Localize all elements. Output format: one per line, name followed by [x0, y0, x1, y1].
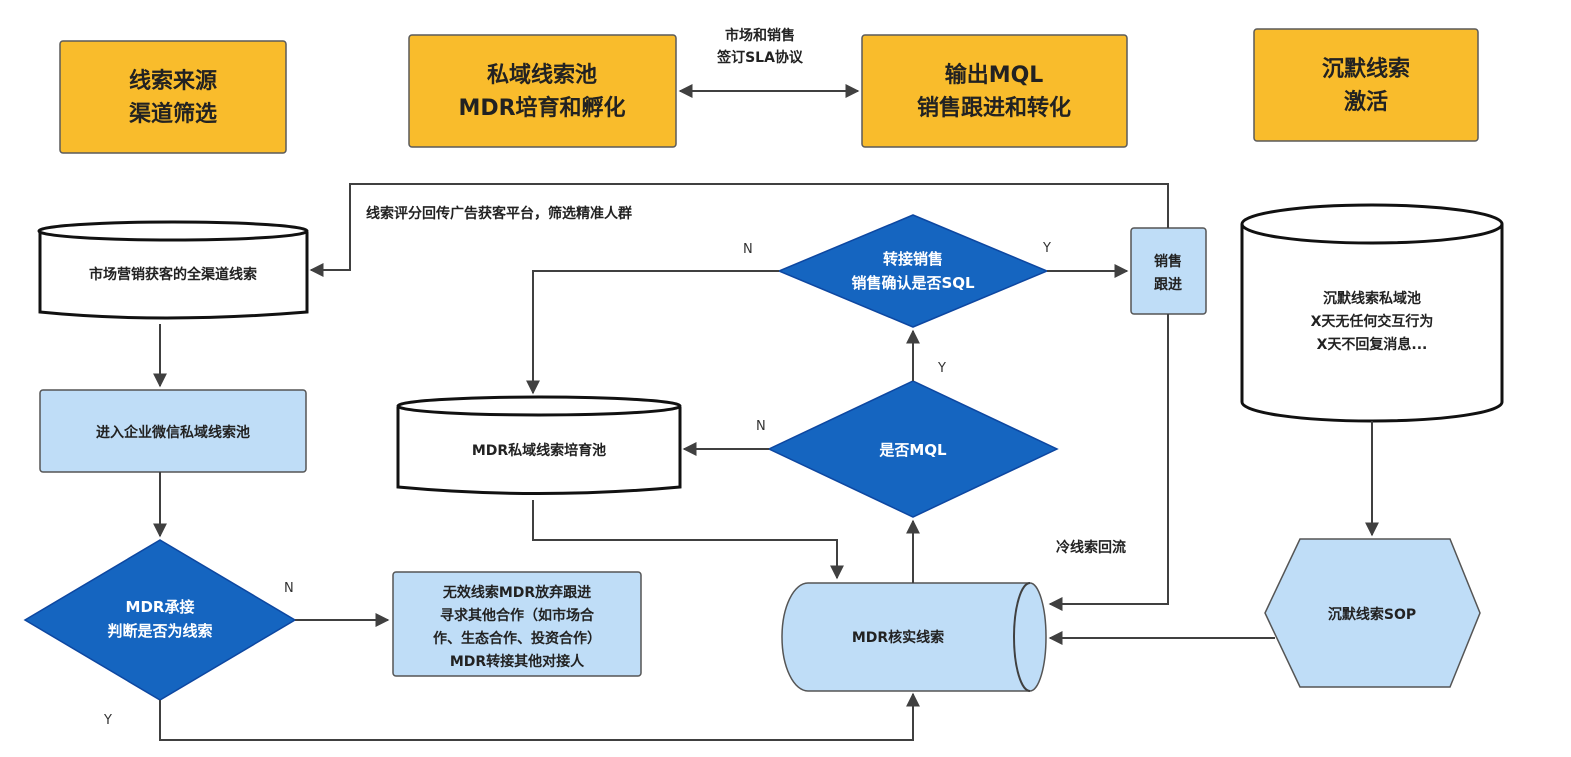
- edge-judge-yes: [159, 692, 920, 741]
- invalid-line3: 作、生态合作、投资合作）: [433, 630, 601, 647]
- mdr-judge-line2: 判断是否为线索: [107, 622, 212, 640]
- header-pool-line2: MDR培育和孵化: [458, 95, 625, 121]
- mql-yes-label: Y: [937, 361, 946, 376]
- header-pool: 私域线索池 MDR培育和孵化: [408, 34, 677, 148]
- header-silent-line1: 沉默线索: [1322, 56, 1410, 82]
- judge-no-label: N: [284, 581, 294, 596]
- header-mql: 输出MQL 销售跟进和转化: [861, 34, 1128, 148]
- sla-label-line2: 签订SLA协议: [716, 49, 804, 66]
- sla-label-line1: 市场和销售: [725, 27, 795, 44]
- header-pool-line1: 私域线索池: [487, 62, 597, 88]
- mql-no-label: N: [756, 419, 766, 434]
- node-invalid-leads: 无效线索MDR放弃跟进 寻求其他合作（如市场合 作、生态合作、投资合作） MDR…: [392, 571, 642, 677]
- node-silent-sop: 沉默线索SOP: [1264, 538, 1481, 688]
- node-silent-pool: 沉默线索私域池 X天无任何交互行为 X天不回复消息...: [1240, 203, 1504, 423]
- node-mdr-verify: MDR核实线索: [781, 582, 1047, 692]
- feedback-label: 线索评分回传广告获客平台，筛选精准人群: [366, 205, 632, 222]
- nurture-pool-label: MDR私域线索培育池: [472, 442, 606, 459]
- is-mql-label: 是否MQL: [878, 441, 947, 459]
- transfer-sales-line1: 转接销售: [883, 250, 943, 268]
- edge-cold-return: [1048, 314, 1169, 611]
- invalid-line2: 寻求其他合作（如市场合: [440, 607, 595, 624]
- header-mql-line2: 销售跟进和转化: [917, 95, 1071, 121]
- node-is-mql: 是否MQL: [767, 380, 1059, 518]
- header-source-line1: 线索来源: [129, 68, 217, 94]
- edge-nurture-to-verify: [532, 500, 844, 580]
- node-all-channel-leads: 市场营销获客的全渠道线索: [37, 220, 309, 320]
- silent-pool-line2: X天无任何交互行为: [1311, 313, 1434, 330]
- judge-yes-label: Y: [103, 713, 112, 728]
- edge-sql-no: [526, 270, 779, 395]
- node-transfer-sales: 转接销售 销售确认是否SQL: [777, 214, 1049, 328]
- sql-no-label: N: [743, 242, 753, 257]
- invalid-line1: 无效线索MDR放弃跟进: [442, 584, 591, 601]
- node-sales-follow: 销售 跟进: [1130, 227, 1207, 315]
- node-mdr-judge: MDR承接 判断是否为线索: [23, 539, 297, 701]
- silent-pool-line1: 沉默线索私域池: [1323, 290, 1421, 307]
- header-silent-line2: 激活: [1344, 89, 1388, 115]
- transfer-sales-line2: 销售确认是否SQL: [851, 274, 975, 292]
- header-silent: 沉默线索 激活: [1253, 28, 1479, 142]
- mdr-verify-label: MDR核实线索: [852, 629, 944, 646]
- header-source-line2: 渠道筛选: [129, 101, 217, 127]
- node-wecom-pool: 进入企业微信私域线索池: [39, 389, 307, 473]
- invalid-line4: MDR转接其他对接人: [450, 653, 585, 670]
- header-source: 线索来源 渠道筛选: [59, 40, 287, 154]
- sales-follow-line1: 销售: [1154, 253, 1182, 270]
- wecom-pool-label: 进入企业微信私域线索池: [96, 424, 250, 441]
- sql-yes-label: Y: [1042, 241, 1051, 256]
- cold-return-label: 冷线索回流: [1056, 539, 1126, 556]
- all-channel-label: 市场营销获客的全渠道线索: [89, 266, 257, 283]
- edge-feedback-loop: [309, 183, 1169, 277]
- header-mql-line1: 输出MQL: [945, 62, 1044, 88]
- node-nurture-pool: MDR私域线索培育池: [396, 395, 682, 495]
- mdr-judge-line1: MDR承接: [126, 598, 195, 616]
- silent-sop-label: 沉默线索SOP: [1328, 606, 1416, 623]
- sales-follow-line2: 跟进: [1154, 277, 1182, 293]
- silent-pool-line3: X天不回复消息...: [1317, 336, 1428, 353]
